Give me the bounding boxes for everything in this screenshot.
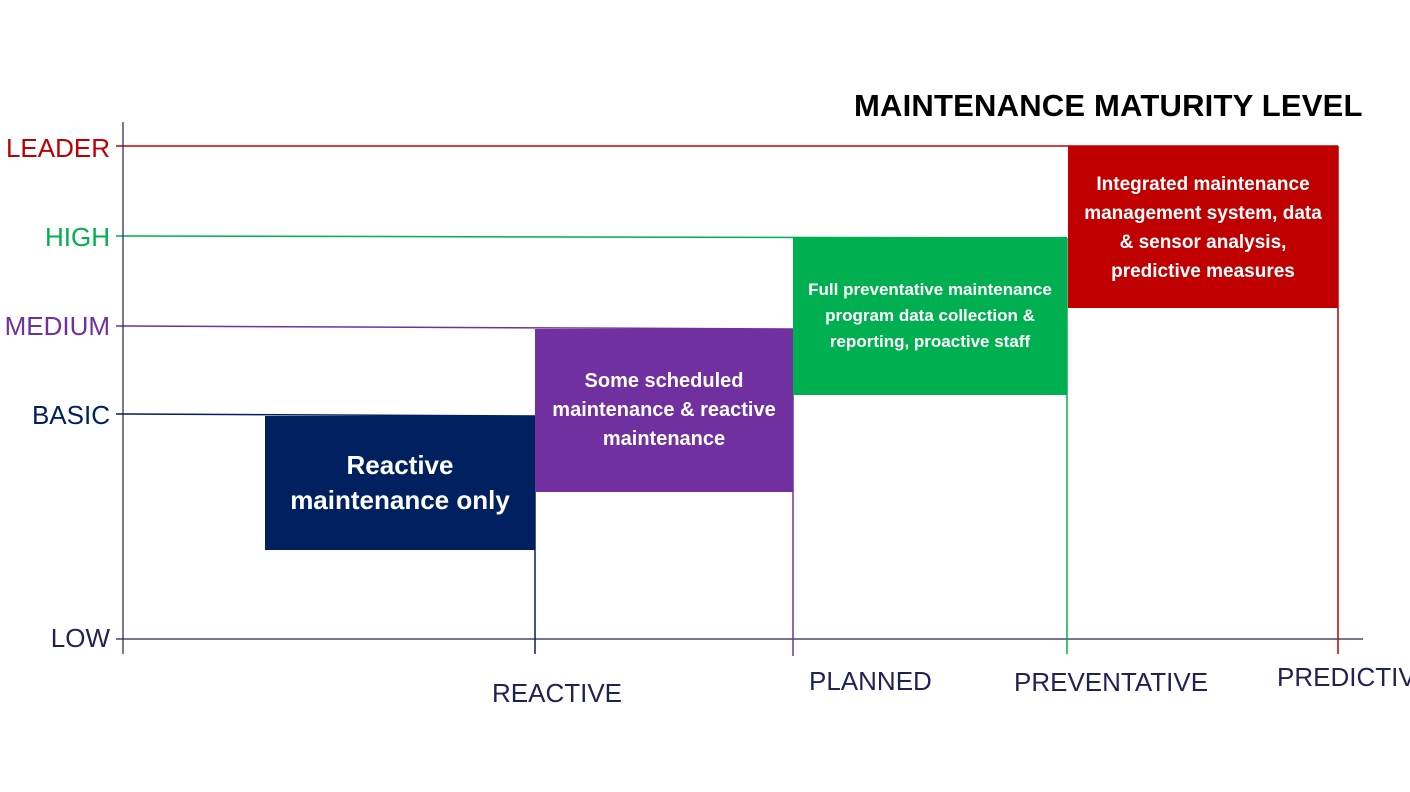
predictive-maintenance-text: Integrated maintenance management system… (1084, 174, 1322, 282)
level-label-leader: LEADER (5, 133, 110, 163)
level-label-high: HIGH (45, 222, 110, 252)
stage-label-planned: PLANNED (809, 666, 932, 696)
level-label-medium: MEDIUM (4, 311, 110, 341)
reactive-maintenance-text: Reactive maintenance only (290, 450, 510, 515)
reactive-maintenance-box: Reactive maintenance only (265, 416, 535, 550)
predictive-maintenance-box: Integrated maintenance management system… (1068, 146, 1338, 308)
stage-label-preventative: PREVENTATIVE (1014, 667, 1209, 697)
basic-level-line (115, 413, 536, 417)
level-label-low: LOW (50, 623, 110, 653)
diagram-title: MAINTENANCE MATURITY LEVEL (854, 88, 1363, 123)
level-label-basic: BASIC (31, 400, 110, 430)
scheduled-maintenance-text: Some scheduled maintenance & reactive ma… (552, 370, 776, 450)
stage-label-reactive: REACTIVE (492, 678, 623, 708)
medium-level-line (115, 325, 794, 330)
preventative-maintenance-text: Full preventative maintenance program da… (808, 280, 1052, 351)
scheduled-maintenance-box: Some scheduled maintenance & reactive ma… (535, 329, 793, 492)
stage-label-predictive: PREDICTIVE (1277, 662, 1410, 692)
preventative-maintenance-box: Full preventative maintenance program da… (793, 237, 1067, 395)
